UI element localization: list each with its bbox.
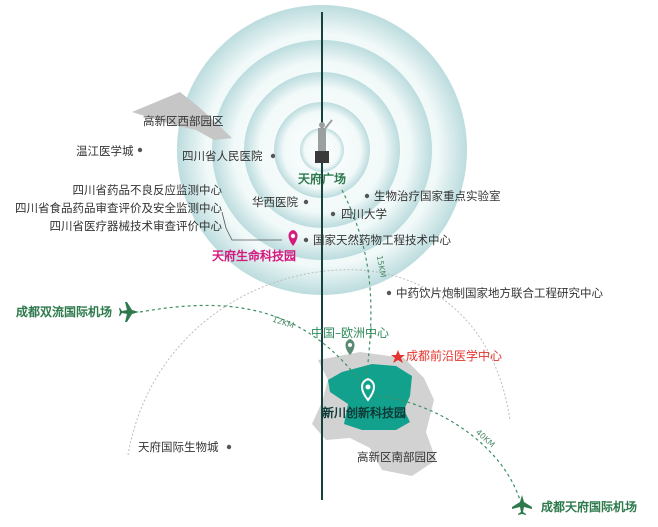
airplane-icon-shuangliu (119, 302, 139, 322)
location-pin-icon-china-europe (345, 339, 355, 355)
label-frontier-med: 成都前沿医学中心 (406, 349, 503, 363)
label-adr-center: 四川省药品不良反应监测中心 (72, 183, 223, 197)
label-sichuan-hospital: 四川省人民医院 (182, 149, 263, 163)
label-tianfu-bio: 天府国际生物城 (138, 440, 219, 454)
label-dots (137, 147, 392, 450)
star-icon (391, 350, 405, 363)
label-xinchuan: 新川创新科技园 (322, 406, 407, 420)
statue-icon (315, 119, 333, 163)
label-tianfu-airport: 成都天府国际机场 (541, 500, 638, 514)
label-china-europe: 中国–欧洲中心 (311, 326, 390, 340)
label-device-center: 四川省医疗器械技术审查评价中心 (49, 219, 223, 233)
location-pin-icon-xinchuan (361, 377, 375, 402)
location-pin-icon-tianfu-life (288, 230, 298, 246)
route-lines (139, 189, 521, 501)
label-food-drug-center: 四川省食品药品审查评价及安全监测中心 (15, 201, 222, 215)
label-scu: 四川大学 (341, 207, 387, 221)
centers-leader-line (221, 211, 282, 241)
label-gaoxin-west: 高新区西部园区 (143, 114, 224, 128)
label-huaxi: 华西医院 (252, 195, 298, 209)
label-tianfu-square: 天府广场 (298, 172, 347, 186)
label-natural-drug: 国家天然药物工程技术中心 (313, 233, 451, 247)
label-tcm-center: 中药饮片炮制国家地方联合工程研究中心 (396, 286, 603, 300)
airplane-icon-tianfu (512, 495, 532, 515)
gaoxin-west-area (132, 92, 232, 140)
label-wenjiang: 温江医学城 (76, 144, 134, 158)
label-bio-lab: 生物治疗国家重点实验室 (374, 189, 501, 203)
label-tianfu-life: 天府生命科技园 (212, 249, 297, 263)
label-shuangliu-airport: 成都双流国际机场 (16, 305, 113, 319)
label-gaoxin-south: 高新区南部园区 (357, 450, 438, 464)
outer-arcs (127, 269, 511, 456)
